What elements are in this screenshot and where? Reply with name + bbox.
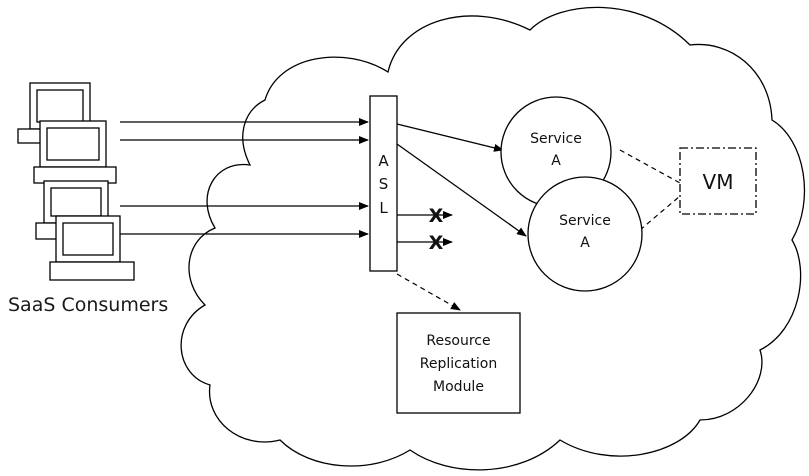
asl-box: A S L xyxy=(369,95,398,272)
consumer-arrows xyxy=(120,118,369,238)
service-label: A xyxy=(580,235,590,251)
route-arrow xyxy=(396,123,504,152)
computer-icon xyxy=(33,120,117,184)
route-arrow xyxy=(396,143,527,237)
service-label: A xyxy=(551,153,561,169)
service-label: Service xyxy=(530,131,582,147)
service-node-2: Service A xyxy=(527,176,643,292)
consumer-computers xyxy=(17,82,135,281)
replication-module-box: Resource Replication Module xyxy=(396,312,521,414)
blocked-x-mark: X xyxy=(429,232,444,254)
blocked-x-mark: X xyxy=(429,205,444,227)
vm-box: VM xyxy=(679,147,757,215)
vm-links xyxy=(619,149,681,231)
replication-arrow xyxy=(396,273,461,311)
module-label: Module xyxy=(433,379,484,395)
vm-label: VM xyxy=(703,170,734,194)
service-label: Service xyxy=(559,213,611,229)
service-arrows xyxy=(396,123,527,237)
asl-letter: L xyxy=(379,199,388,217)
asl-letter: S xyxy=(379,175,389,193)
blocked-arrows xyxy=(397,211,453,246)
vm-link xyxy=(619,149,681,184)
computer-icon xyxy=(49,215,135,281)
module-label: Resource xyxy=(426,333,490,349)
asl-letter: A xyxy=(378,152,389,170)
module-label: Replication xyxy=(420,356,497,372)
cloud-shape xyxy=(180,6,806,471)
consumers-label: SaaS Consumers xyxy=(8,294,169,316)
